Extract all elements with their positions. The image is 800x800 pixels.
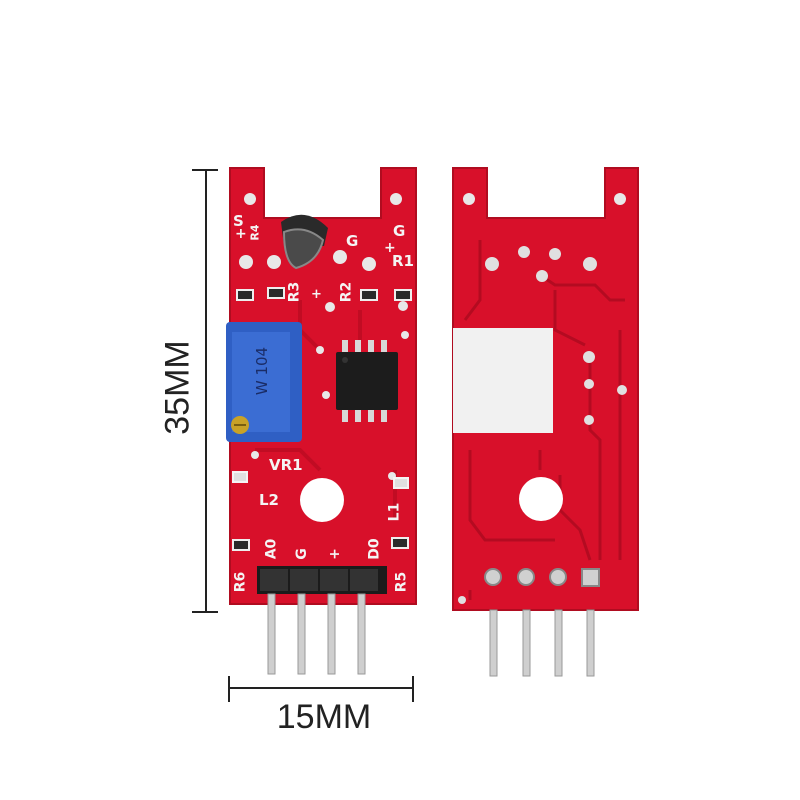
silk-g-right: G	[393, 222, 406, 240]
silk-s: S	[233, 212, 244, 230]
silk-plus-mid: +	[384, 240, 396, 256]
silk-g-left: G	[346, 232, 359, 250]
silk-l2: L2	[259, 491, 279, 509]
silk-vr1: VR1	[269, 456, 303, 474]
silk-plus-top: +	[235, 226, 247, 242]
silk-r3-plus: +	[311, 287, 322, 302]
silk-r1: R1	[392, 252, 414, 270]
width-dimension-label: 15MM	[276, 698, 372, 736]
